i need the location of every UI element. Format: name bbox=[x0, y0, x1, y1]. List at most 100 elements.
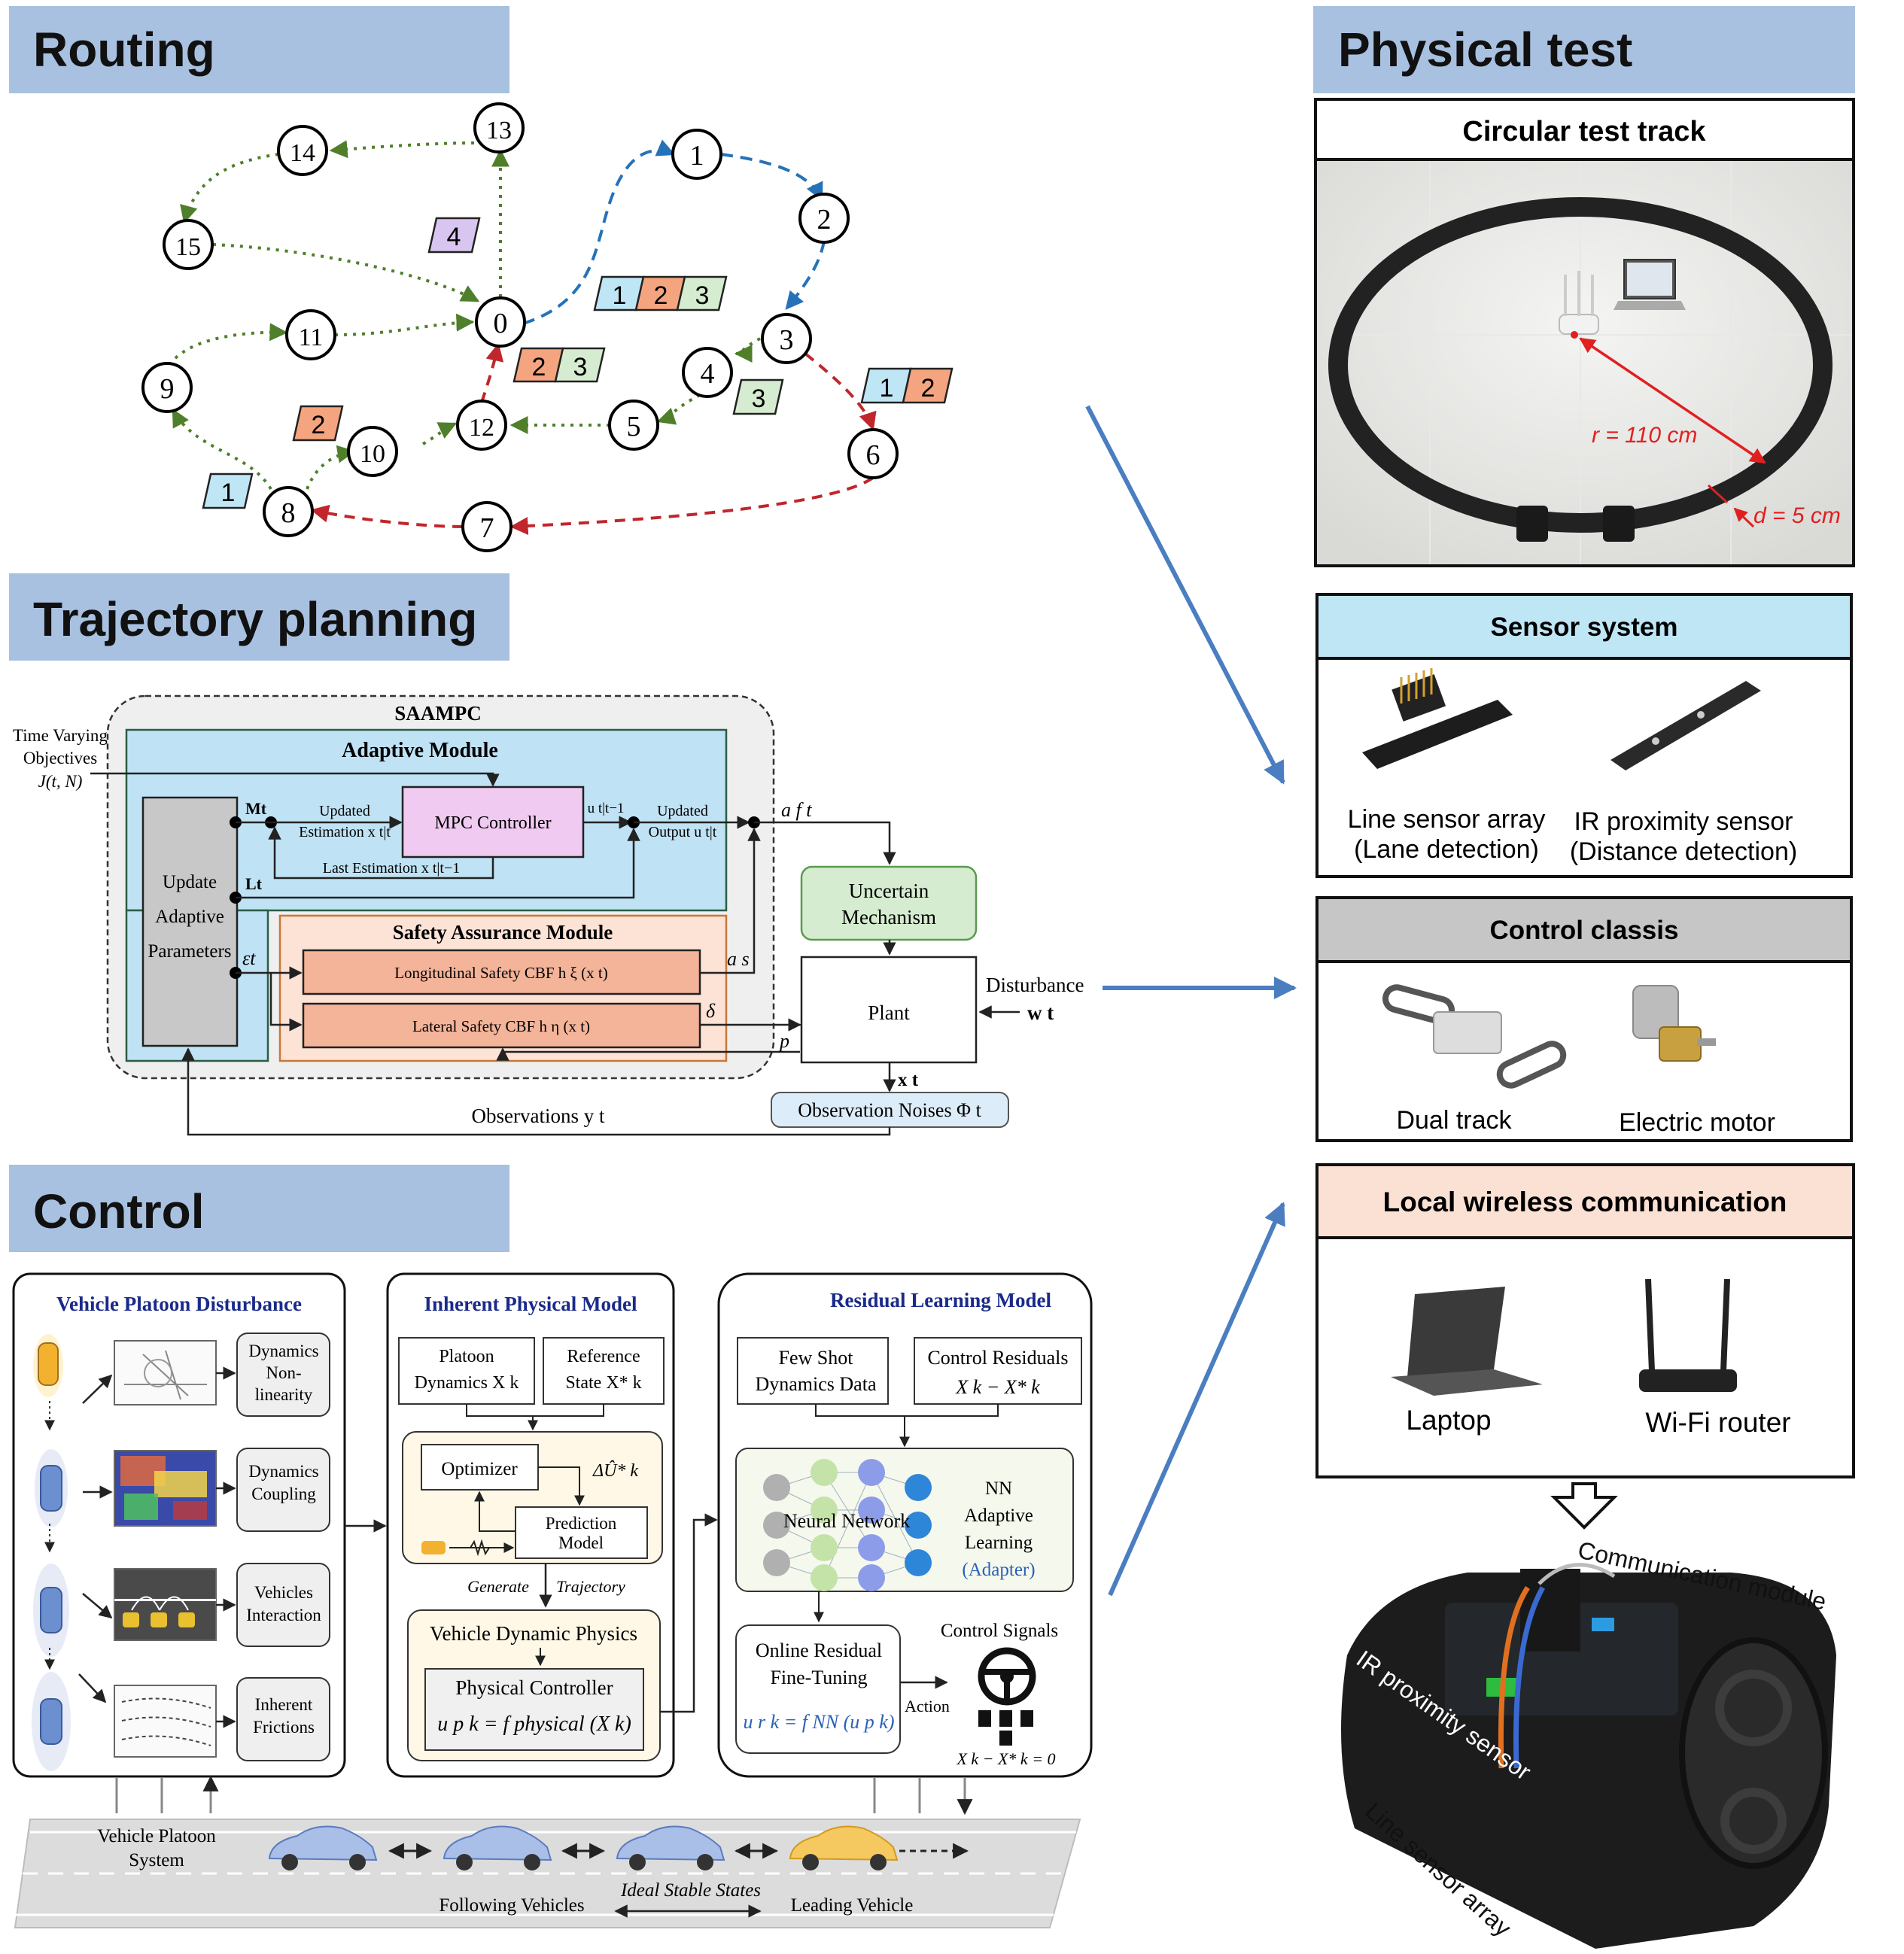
svg-text:6: 6 bbox=[866, 439, 881, 471]
svg-text:Action: Action bbox=[905, 1697, 950, 1715]
svg-text:Electric motor: Electric motor bbox=[1619, 1108, 1775, 1137]
svg-text:ΔÛ* k: ΔÛ* k bbox=[592, 1460, 638, 1481]
svg-text:Ideal Stable States: Ideal Stable States bbox=[620, 1880, 761, 1901]
sensor-title-box bbox=[1315, 593, 1853, 660]
control-title: Control bbox=[33, 1184, 205, 1238]
route-tag: 1 bbox=[860, 367, 912, 404]
svg-text:Learning: Learning bbox=[965, 1533, 1033, 1553]
svg-text:a f t: a f t bbox=[781, 799, 812, 821]
svg-text:2: 2 bbox=[532, 353, 546, 381]
route-node: 3 bbox=[761, 313, 812, 364]
vpd-title: Vehicle Platoon Disturbance bbox=[56, 1293, 302, 1315]
route-node: 13 bbox=[473, 102, 525, 153]
steering-wheel-icon bbox=[978, 1647, 1036, 1706]
physical-title: Physical test bbox=[1338, 23, 1632, 77]
lateral-cbf-box bbox=[302, 1002, 701, 1049]
car-icon bbox=[38, 1342, 59, 1386]
vehicles-interaction-box: Vehicles Interaction bbox=[236, 1563, 330, 1647]
svg-text:Lateral Safety CBF h η (x t): Lateral Safety CBF h η (x t) bbox=[412, 1017, 590, 1035]
svg-text:Wi-Fi router: Wi-Fi router bbox=[1645, 1407, 1790, 1438]
route-tag: 3 bbox=[732, 378, 784, 415]
control-residuals-box bbox=[914, 1337, 1082, 1405]
route-node: 4 bbox=[682, 347, 733, 398]
mpc-controller-box bbox=[401, 786, 585, 858]
route-node: 2 bbox=[798, 193, 850, 244]
car-icon bbox=[616, 1825, 725, 1861]
svg-text:Observation Noises Φ t: Observation Noises Φ t bbox=[798, 1099, 981, 1121]
svg-text:3: 3 bbox=[573, 353, 588, 381]
uncertain-mechanism-box bbox=[800, 865, 978, 941]
time-varying-label: Time Varying bbox=[13, 726, 108, 745]
car-icon bbox=[123, 1612, 139, 1627]
route-node: 10 bbox=[347, 426, 398, 477]
svg-text:State X* k: State X* k bbox=[565, 1373, 641, 1393]
svg-text:8: 8 bbox=[281, 497, 296, 529]
interaction-thumbnail bbox=[114, 1568, 217, 1641]
svg-text:Objectives: Objectives bbox=[23, 749, 97, 767]
route-edge bbox=[310, 504, 464, 528]
dual-track-icon bbox=[1382, 984, 1567, 1089]
svg-text:Reference: Reference bbox=[567, 1347, 640, 1366]
routing-graph bbox=[168, 139, 877, 536]
svg-text:2: 2 bbox=[312, 411, 326, 439]
svg-text:3: 3 bbox=[752, 384, 766, 413]
route-edge bbox=[306, 445, 356, 490]
route-edge bbox=[480, 342, 504, 403]
route-tag: 1 bbox=[593, 275, 645, 311]
svg-text:Uncertain: Uncertain bbox=[849, 880, 929, 902]
route-tags: 4 1 2 3 2 3 3 1 2 2 1 bbox=[202, 217, 954, 509]
svg-text:linearity: linearity bbox=[255, 1385, 313, 1404]
svg-text:Mechanism: Mechanism bbox=[841, 906, 936, 928]
down-arrow-icon bbox=[1550, 1482, 1618, 1530]
routing-title: Routing bbox=[33, 23, 215, 77]
svg-text:Circular test track: Circular test track bbox=[1462, 116, 1706, 147]
route-edge bbox=[212, 243, 480, 302]
svg-text:Frictions: Frictions bbox=[253, 1718, 315, 1737]
dynamics-coupling-box: Dynamics Coupling bbox=[236, 1448, 330, 1532]
svg-text:Dynamics X k: Dynamics X k bbox=[415, 1373, 519, 1393]
route-tag: 3 bbox=[676, 275, 728, 311]
rlm-title: Residual Learning Model bbox=[830, 1289, 1052, 1311]
ipm-title: Inherent Physical Model bbox=[424, 1293, 637, 1315]
device-icons bbox=[978, 1710, 1033, 1746]
route-node: 15 bbox=[163, 219, 214, 270]
route-edge bbox=[656, 394, 701, 425]
svg-text:Inherent: Inherent bbox=[255, 1695, 313, 1714]
svg-text:Line sensor array: Line sensor array bbox=[1348, 805, 1546, 834]
svg-text:Plant: Plant bbox=[868, 1001, 910, 1024]
laptop-icon bbox=[1391, 1287, 1543, 1396]
svg-text:Dynamics: Dynamics bbox=[248, 1342, 318, 1360]
update-adaptive-params-box bbox=[141, 796, 239, 1047]
svg-text:4: 4 bbox=[447, 223, 461, 251]
physical-controller-box bbox=[424, 1668, 644, 1751]
section-header-control: Control bbox=[9, 1165, 509, 1252]
svg-text:Update: Update bbox=[163, 872, 217, 892]
svg-text:Dynamics: Dynamics bbox=[248, 1462, 318, 1481]
svg-text:3: 3 bbox=[780, 324, 794, 356]
longitudinal-cbf-box bbox=[302, 949, 701, 995]
svg-text:Last Estimation x t|t−1: Last Estimation x t|t−1 bbox=[323, 860, 461, 877]
svg-text:a s: a s bbox=[727, 948, 750, 970]
route-nodes: 0 1 2 3 4 5 6 7 8 9 10 11 12 13 14 15 bbox=[141, 102, 899, 552]
route-tag: 1 bbox=[202, 473, 254, 509]
neural-network-graphic bbox=[776, 1472, 919, 1579]
svg-text:Adaptive: Adaptive bbox=[155, 907, 224, 927]
route-edge bbox=[168, 323, 288, 366]
route-tag: 3 bbox=[554, 347, 606, 383]
adaptive-module-label: Adaptive Module bbox=[342, 739, 498, 762]
svg-text:w t: w t bbox=[1027, 1001, 1054, 1024]
comm-panel bbox=[1315, 1236, 1855, 1478]
physical-test: Circular test track r = 110 cm d = 5 cm … bbox=[1314, 98, 1855, 1949]
svg-text:1: 1 bbox=[613, 281, 627, 310]
svg-text:NN: NN bbox=[985, 1478, 1012, 1499]
width-label: d = 5 cm bbox=[1753, 503, 1841, 528]
svg-text:Online Residual: Online Residual bbox=[756, 1639, 882, 1661]
svg-text:Laptop: Laptop bbox=[1406, 1405, 1491, 1436]
car-icon bbox=[40, 1587, 62, 1633]
svg-text:x t: x t bbox=[898, 1070, 919, 1090]
svg-text:Few Shot: Few Shot bbox=[779, 1347, 854, 1369]
svg-text:5: 5 bbox=[627, 411, 641, 442]
svg-text:11: 11 bbox=[299, 324, 324, 351]
svg-text:Vehicle Platoon: Vehicle Platoon bbox=[97, 1826, 216, 1846]
coupling-heatmap-thumbnail bbox=[114, 1450, 217, 1527]
